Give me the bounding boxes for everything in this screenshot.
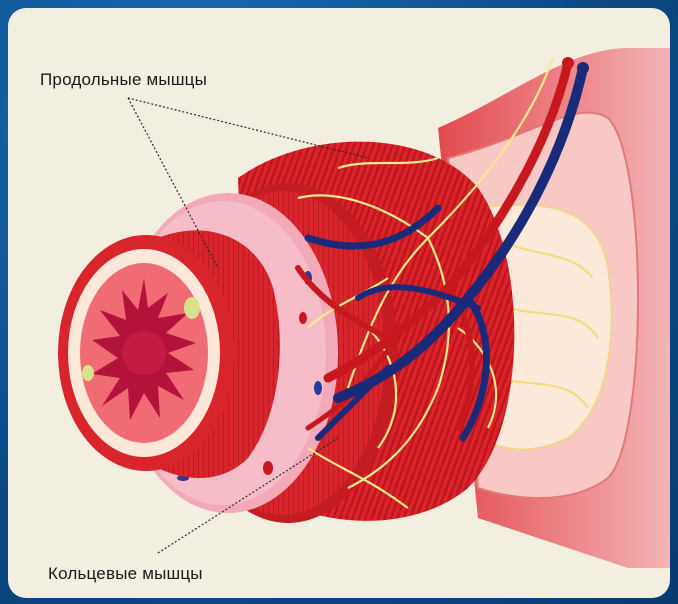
intestine-cross-section-illustration xyxy=(8,8,670,598)
diagram-panel: Продольные мышцы Кольцевые мышцы xyxy=(8,8,670,598)
longitudinal-muscles-label: Продольные мышцы xyxy=(40,70,207,90)
circular-muscles-label: Кольцевые мышцы xyxy=(48,564,203,584)
mucosa-cross-section xyxy=(58,235,234,471)
